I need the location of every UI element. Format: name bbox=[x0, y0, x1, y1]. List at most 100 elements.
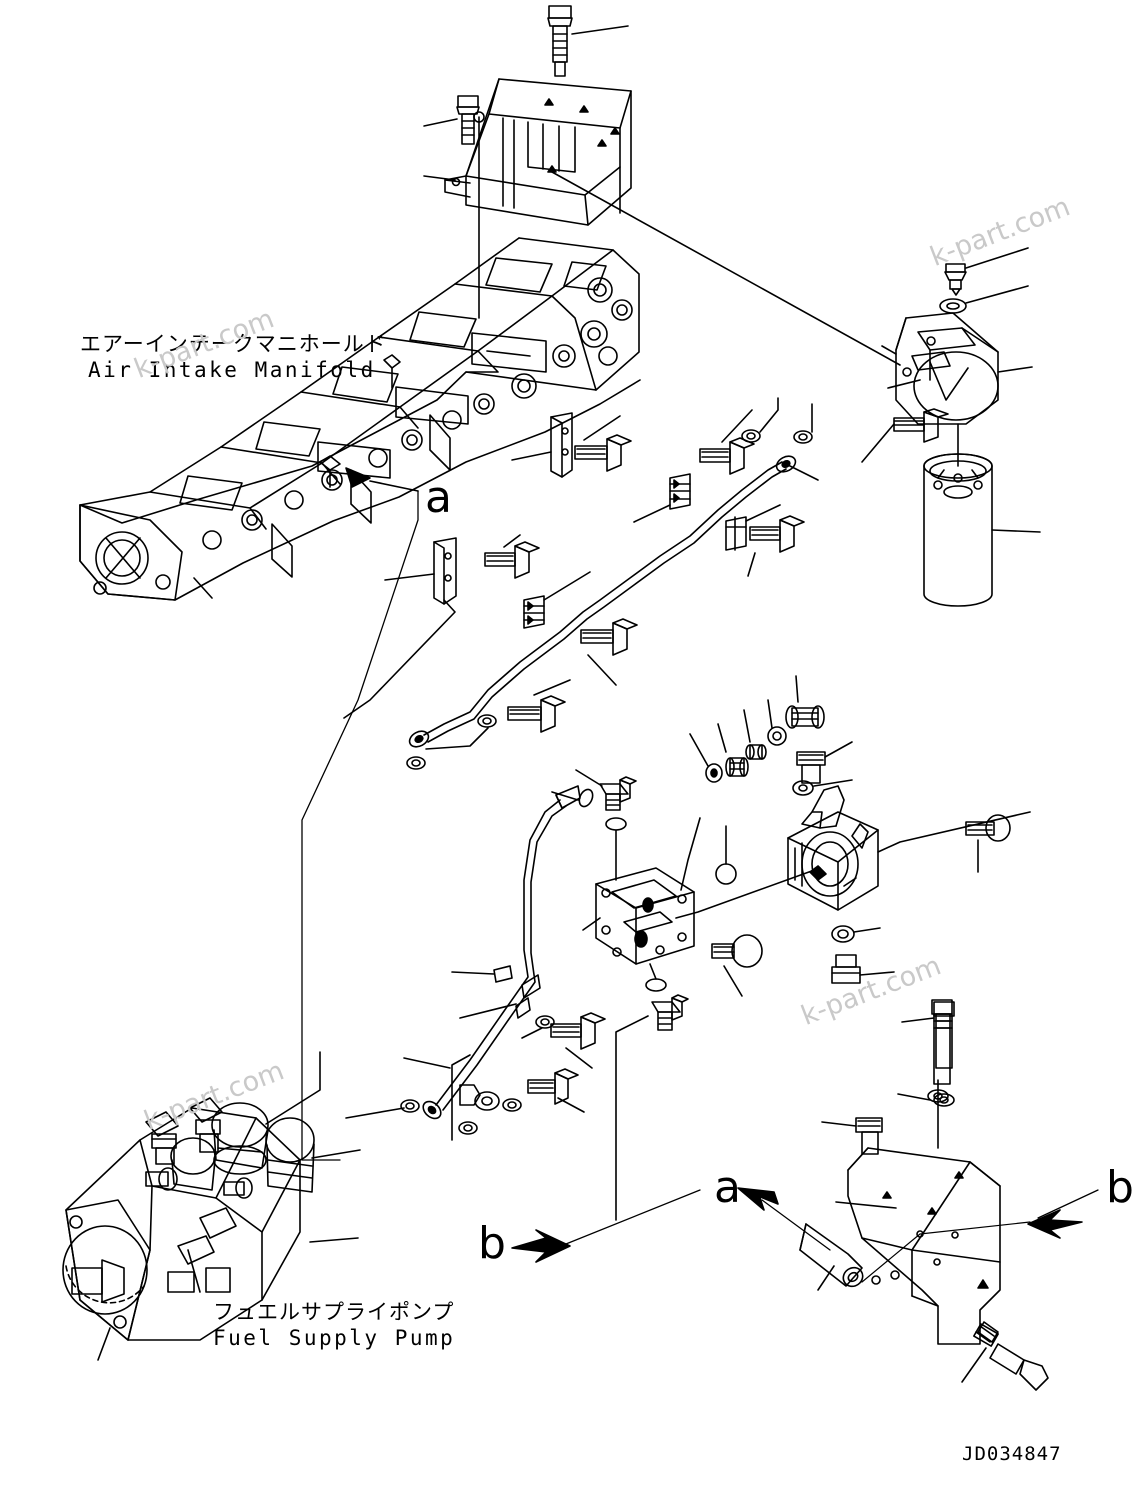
leader-bolt-filter-head bbox=[861, 423, 895, 463]
leader-valve-block-left bbox=[582, 917, 601, 931]
leader-oring bbox=[965, 285, 1029, 304]
leader-tube-eye-top bbox=[785, 463, 819, 481]
leader-eyebolt-lower-2 bbox=[557, 1097, 585, 1113]
leader-washer-bottom bbox=[345, 1107, 405, 1119]
bolt-feed-pump-right bbox=[965, 814, 1011, 842]
leader-b-right bbox=[1037, 1189, 1099, 1219]
elbow-lower bbox=[651, 994, 689, 1031]
leader-elbow-upper-left bbox=[575, 769, 603, 787]
leader-valveblock-up bbox=[680, 817, 701, 891]
assembly-fuel-tube-upper bbox=[343, 397, 819, 770]
leader-a-long bbox=[301, 490, 419, 1161]
bolt-feed-pump-top bbox=[796, 751, 826, 784]
leader-feed-pump bbox=[877, 811, 1031, 853]
leader-clamp-lower bbox=[543, 571, 591, 601]
leader-bolt-clamp-bracket-mid bbox=[747, 552, 756, 577]
label-air-intake-manifold-japanese: エアーインテークマニホールド bbox=[80, 332, 387, 356]
assembly-feed-pump bbox=[711, 741, 1031, 1107]
leader-clip bbox=[451, 971, 495, 975]
leader-a-manifold bbox=[369, 480, 419, 492]
leader-bolt-top bbox=[571, 25, 629, 35]
spacer-sleeve bbox=[799, 1223, 864, 1288]
leader-washer-feedpump-bot bbox=[853, 927, 881, 933]
leader-bolt-bracket-upper bbox=[583, 415, 621, 441]
eyebolt-tube-lower bbox=[507, 695, 566, 733]
leader-b-left bbox=[555, 1189, 701, 1249]
bolt-top-left bbox=[456, 95, 480, 145]
leader-clamp-mid bbox=[633, 504, 671, 523]
bolt-long-lower bbox=[933, 1001, 955, 1069]
leader-small-4 bbox=[767, 699, 773, 729]
leader-joint bbox=[459, 1003, 517, 1019]
leader-oring-elbow-lower bbox=[649, 963, 657, 980]
bolt-bracket-lower bbox=[484, 541, 540, 579]
leader-washer-mid-lower bbox=[521, 1027, 543, 1039]
leader-spacer bbox=[817, 1265, 835, 1291]
bolt-clamp-bracket-mid bbox=[749, 515, 805, 553]
oring-filter-head bbox=[939, 298, 967, 314]
label-fuel-supply-pump-japanese: フュエルサプライポンプ bbox=[213, 1300, 455, 1324]
clamp-tube-mid bbox=[669, 473, 691, 510]
leader-pump-lower-right bbox=[309, 1237, 359, 1243]
leader-small-3 bbox=[743, 709, 751, 743]
eyebolt-lower-2 bbox=[527, 1068, 579, 1105]
callout-b-lower-left: b bbox=[478, 1218, 506, 1269]
leader-washer-top1 bbox=[759, 397, 779, 433]
clamp-tube-lower bbox=[523, 595, 545, 629]
assembly-fuel-filter bbox=[861, 247, 1041, 607]
leader-bracket-lower bbox=[384, 573, 435, 581]
leader-b-right-inner bbox=[919, 1221, 1031, 1235]
callout-arrows bbox=[511, 1187, 1099, 1263]
leader-bolt-bracket-left bbox=[821, 1121, 857, 1127]
bolt-bracket-upper bbox=[574, 434, 632, 472]
leader-pump-right bbox=[311, 1149, 361, 1159]
leader-tube-lower bbox=[403, 1057, 451, 1069]
leader-washer-low bbox=[425, 727, 489, 750]
arrow-a-manifold bbox=[345, 467, 371, 488]
fitting-pump-mid bbox=[223, 1177, 253, 1199]
leader-pump-bottom bbox=[97, 1327, 111, 1361]
bolt-bracket-left bbox=[855, 1117, 883, 1155]
fitting-pump-left bbox=[145, 1167, 178, 1191]
nut-feed-pump bbox=[831, 954, 861, 984]
bolt-bracket-top bbox=[931, 999, 953, 1085]
bolt-filter-head bbox=[893, 408, 949, 443]
elbow-upper-left bbox=[599, 776, 637, 811]
assembly-fuel-supply-pump bbox=[62, 1051, 361, 1361]
sleeve-2 bbox=[745, 744, 767, 760]
plug-filter-head bbox=[944, 263, 967, 296]
leader-bracket-upper bbox=[511, 451, 552, 461]
clamp-bracket-mid bbox=[725, 516, 747, 551]
leader-small-1 bbox=[689, 733, 709, 767]
leader-plug bbox=[965, 247, 1029, 269]
assembly-bracket-cover-top bbox=[423, 5, 901, 366]
bolt-bracket-bottom bbox=[973, 1321, 1049, 1391]
leader-bolt-mid-right bbox=[721, 409, 753, 443]
leader-nut-feedpump bbox=[859, 971, 895, 976]
leader-bolt-bracket-bottom bbox=[961, 1347, 987, 1383]
bolt-clamp-lower bbox=[580, 618, 638, 656]
assembly-fuel-tube-lower bbox=[345, 785, 606, 1141]
leader-spacer-to-hole bbox=[861, 1233, 921, 1283]
callout-a-manifold: a bbox=[425, 472, 452, 523]
leader-washer-long-bolt bbox=[897, 1093, 931, 1101]
leader-small-2 bbox=[717, 723, 727, 753]
assembly-air-intake-manifold bbox=[79, 237, 641, 601]
leader-bolt-bracket-lower bbox=[503, 534, 521, 548]
leader-bolt-feed-pump-top bbox=[824, 741, 853, 758]
leader-bolt-top-left bbox=[423, 118, 458, 127]
leader-filterhead-left bbox=[887, 379, 921, 389]
assembly-valve-block bbox=[551, 675, 825, 1221]
leader-clamp-bracket-mid bbox=[745, 504, 781, 522]
hose-nipple bbox=[711, 934, 763, 968]
label-air-intake-manifold-english: Air Intake Manifold bbox=[88, 358, 376, 382]
callout-b-bracket: b bbox=[1106, 1162, 1134, 1213]
leader-bracket-left bbox=[423, 175, 456, 181]
leader-eyebolt-low bbox=[533, 679, 571, 696]
leader-pump-top bbox=[265, 1051, 321, 1125]
bracket-tube-upper bbox=[550, 412, 573, 478]
leader-cartridge bbox=[991, 529, 1041, 533]
eyebolt-lower-1 bbox=[459, 1084, 500, 1111]
assembly-mounting-bracket-lower bbox=[799, 999, 1049, 1391]
